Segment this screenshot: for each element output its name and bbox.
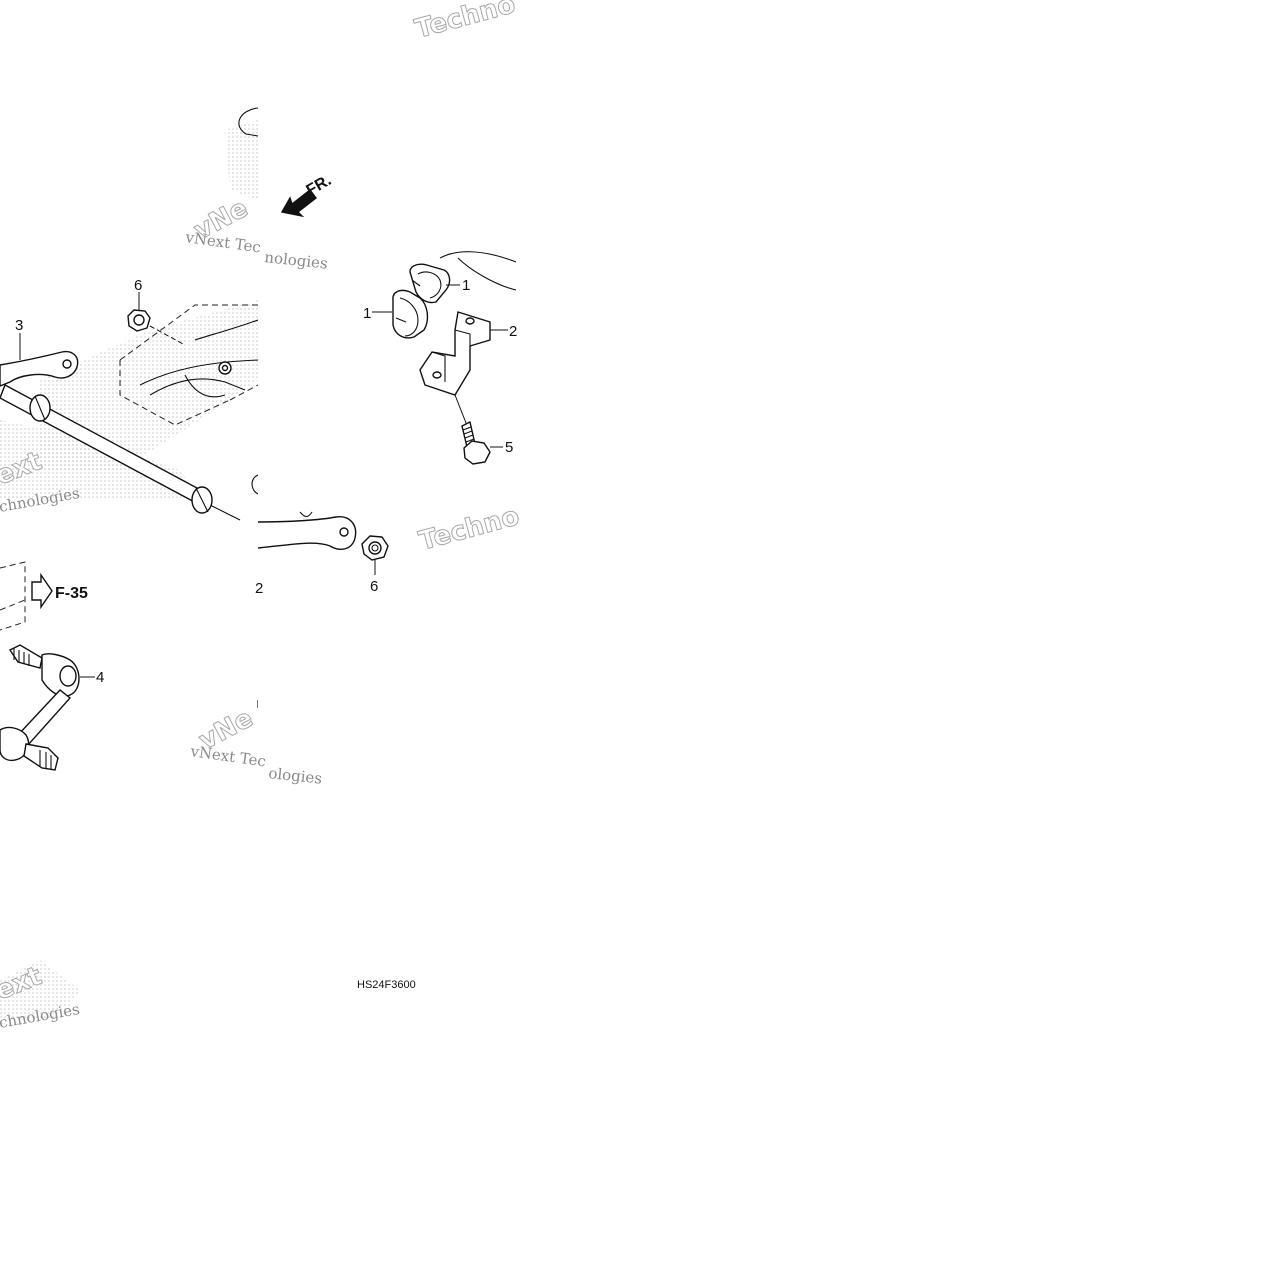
watermark-fragment: Techno [416, 501, 523, 556]
watermark-layer: Techno vNe vNext Tec nologies ext chnolo… [0, 0, 523, 1032]
callout-label: 5 [505, 439, 513, 456]
reference-page-label: F-35 [55, 585, 88, 602]
callout-label: 6 [370, 578, 378, 595]
watermark-fragment: nologies [264, 248, 329, 273]
right-panel-drawing [258, 189, 516, 575]
watermark-fragment: Techno [412, 0, 519, 45]
watermark-fragment: vNext Tec [188, 742, 267, 771]
drawing-code: HS24F3600 [357, 979, 416, 991]
watermark-fragment: ologies [268, 764, 323, 788]
left-panel-drawing [0, 107, 258, 1020]
callout-label: 1 [462, 277, 470, 294]
callout-label: 6 [134, 277, 142, 294]
callout-label: 3 [15, 317, 23, 334]
watermark-fragment: vNext Tec [183, 228, 262, 257]
callout-label: 2 [255, 580, 263, 597]
callout-label: 4 [96, 669, 104, 686]
callout-labels: 1 1 2 2 3 4 5 6 6 [15, 277, 517, 686]
callout-label: 2 [509, 323, 517, 340]
callout-label: 1 [363, 305, 371, 322]
